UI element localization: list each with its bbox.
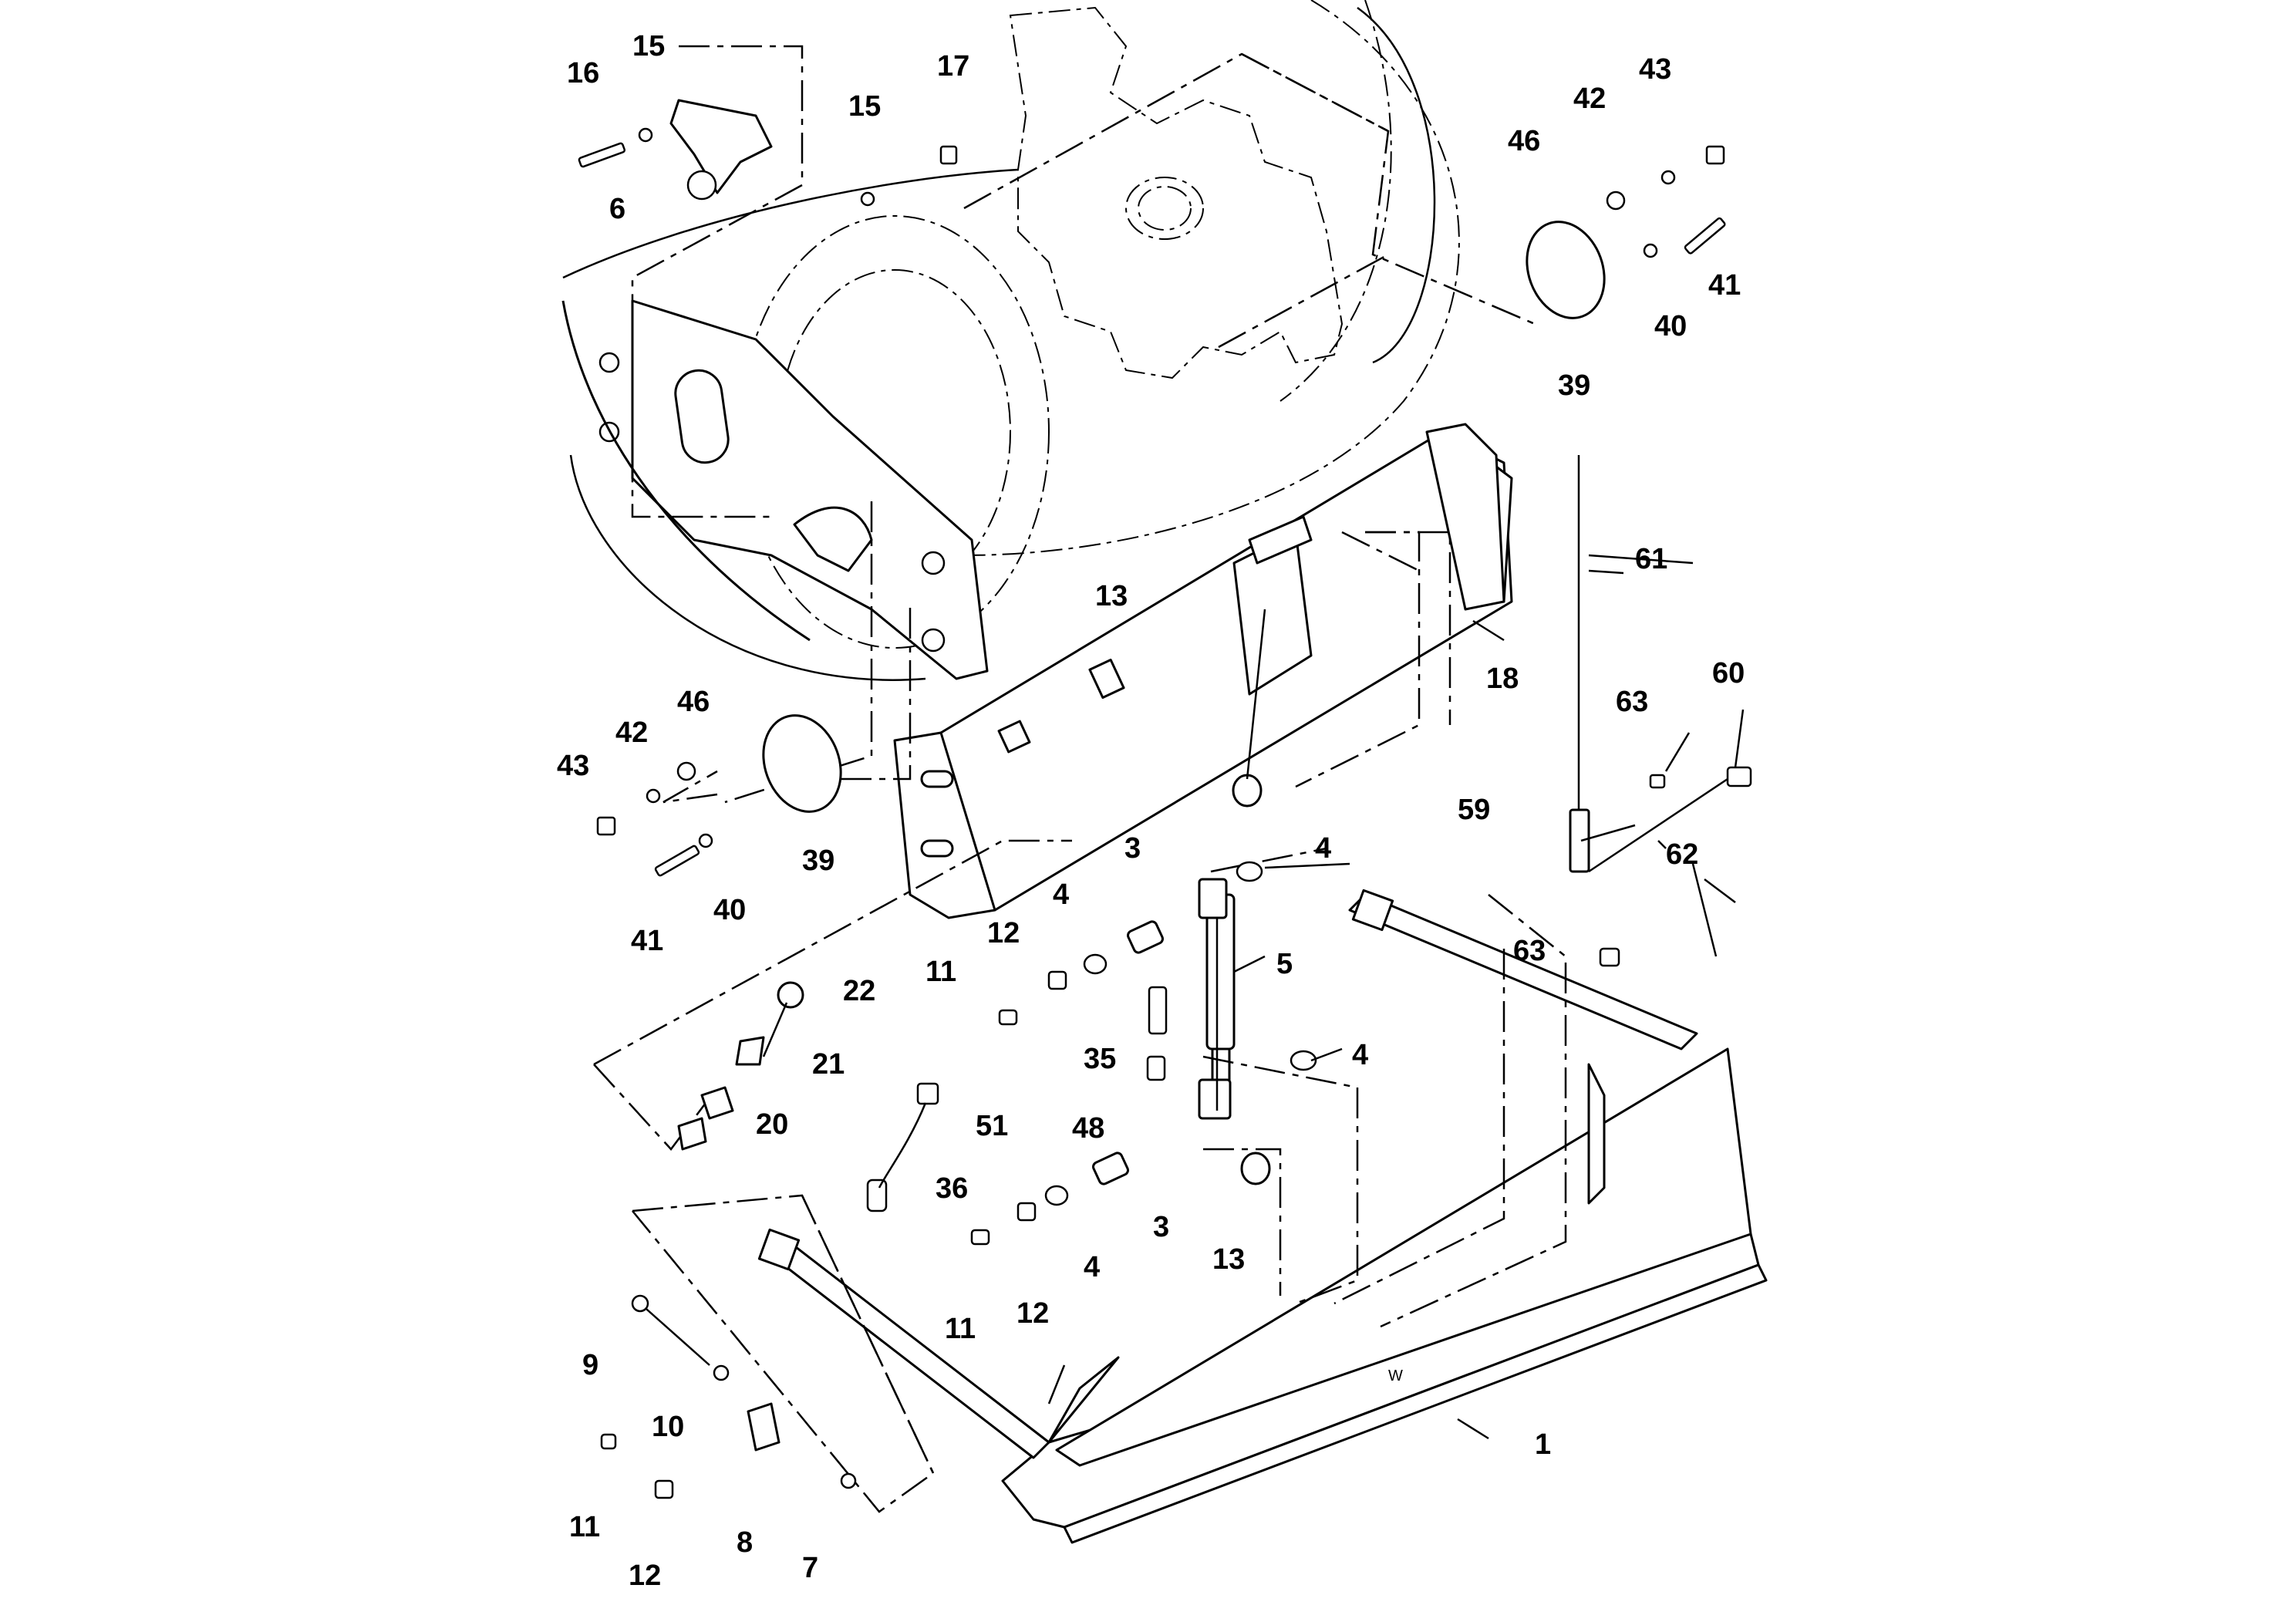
callout-40: 40 [1654, 310, 1687, 342]
callout-18: 18 [1486, 663, 1519, 695]
callout-21: 21 [812, 1048, 845, 1081]
callout-20: 20 [756, 1108, 788, 1141]
hardware-parts [578, 99, 1752, 1499]
callout-43: 43 [1639, 53, 1671, 86]
callout-39: 39 [1558, 369, 1590, 402]
callout-10: 10 [652, 1411, 684, 1443]
callout-16: 16 [567, 57, 599, 89]
watermark-mark: W [1388, 1367, 1403, 1384]
callout-8: 8 [737, 1526, 753, 1559]
callout-42: 42 [1573, 83, 1606, 115]
callout-15: 15 [848, 90, 881, 123]
callout-36: 36 [936, 1172, 968, 1205]
callout-63: 63 [1513, 935, 1546, 967]
callout-59: 59 [1458, 794, 1490, 826]
callout-4: 4 [1053, 878, 1069, 911]
callout-48: 48 [1072, 1112, 1104, 1145]
callout-46: 46 [677, 686, 710, 718]
callout-41: 41 [1708, 269, 1741, 302]
callout-11: 11 [945, 1313, 976, 1345]
callout-17: 17 [937, 50, 969, 83]
callout-43: 43 [557, 750, 589, 782]
callouts: 16 15 6 15 17 43 42 46 41 40 39 13 18 61… [557, 30, 1745, 1592]
callout-61: 61 [1635, 543, 1667, 575]
callout-6: 6 [609, 193, 625, 225]
callout-3: 3 [1124, 832, 1141, 865]
callout-22: 22 [843, 975, 875, 1007]
callout-62: 62 [1666, 838, 1698, 871]
callout-4: 4 [1315, 832, 1331, 865]
callout-60: 60 [1712, 657, 1745, 690]
callout-12: 12 [629, 1560, 661, 1592]
drum-phantom [562, 0, 1460, 681]
callout-15: 15 [632, 30, 665, 62]
callout-13: 13 [1095, 580, 1128, 612]
callout-12: 12 [1017, 1297, 1049, 1330]
callout-40: 40 [713, 894, 746, 926]
callout-39: 39 [802, 845, 834, 877]
callout-4: 4 [1352, 1039, 1368, 1071]
callout-63: 63 [1616, 686, 1648, 718]
callout-13: 13 [1212, 1243, 1245, 1276]
callout-12: 12 [987, 917, 1020, 949]
callout-7: 7 [802, 1552, 818, 1584]
callout-5: 5 [1276, 948, 1293, 980]
hydraulic-cylinder-5 [1198, 878, 1236, 1120]
callout-leaders [1047, 554, 1745, 1440]
callout-11: 11 [569, 1511, 600, 1543]
blade-frame [757, 889, 1698, 1459]
callout-11: 11 [925, 956, 956, 988]
drum-side-plate [561, 299, 989, 680]
callout-3: 3 [1153, 1211, 1169, 1243]
drum-frame-phantom [1009, 6, 1344, 379]
callout-1: 1 [1535, 1428, 1551, 1461]
main-beam-18 [893, 423, 1513, 919]
callout-41: 41 [631, 925, 663, 957]
callout-51: 51 [976, 1110, 1008, 1142]
callout-4: 4 [1084, 1251, 1100, 1283]
callout-9: 9 [582, 1349, 598, 1381]
blade-1 [1001, 1047, 1768, 1544]
callout-46: 46 [1508, 125, 1540, 157]
callout-35: 35 [1084, 1043, 1116, 1075]
callout-42: 42 [615, 717, 648, 749]
